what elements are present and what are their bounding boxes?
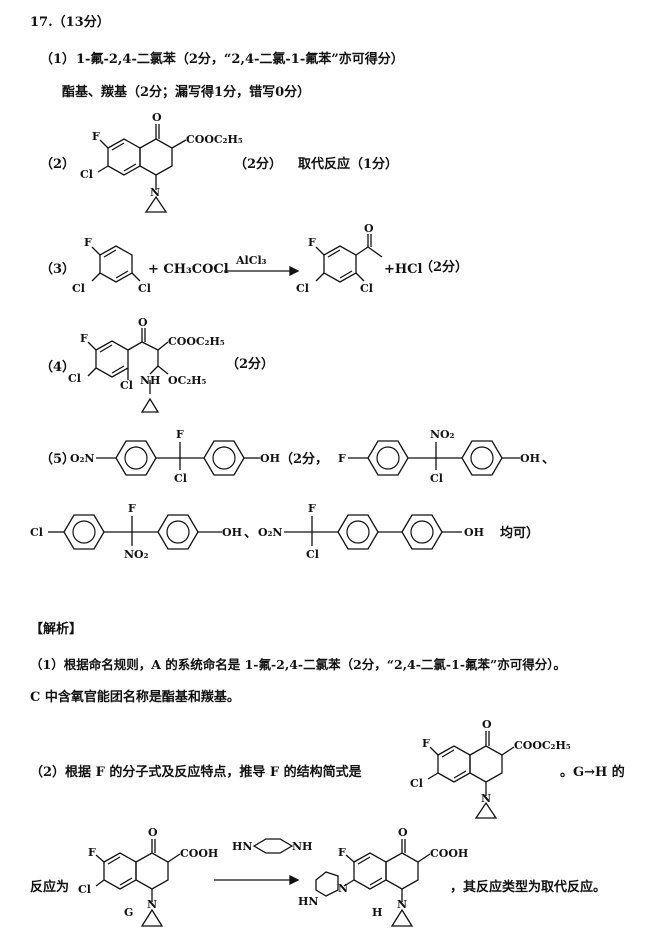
- svg-text:Cl: Cl: [360, 282, 373, 295]
- isomer4: O₂N: [258, 514, 462, 550]
- svg-text:N: N: [397, 898, 407, 911]
- enamine-intermediate: [87, 328, 169, 413]
- svg-text:N: N: [338, 882, 348, 895]
- atom-Cl: Cl: [80, 168, 93, 181]
- svg-text:HN: HN: [232, 840, 252, 853]
- svg-text:COOH: COOH: [430, 847, 468, 860]
- analysis-part1-line2: C 中含氧官能团名称是酯基和羰基。: [30, 690, 240, 705]
- svg-text:N: N: [481, 792, 491, 805]
- svg-text:O₂N: O₂N: [258, 526, 282, 539]
- compound-G: [95, 839, 181, 927]
- svg-text:Cl: Cl: [430, 472, 443, 485]
- svg-text:F: F: [308, 502, 316, 515]
- ester-group: COOC₂H₅: [186, 133, 243, 146]
- svg-text:O₂N: O₂N: [70, 452, 94, 465]
- svg-text:COOC₂H₅: COOC₂H₅: [514, 739, 571, 752]
- svg-text:OH: OH: [222, 526, 242, 539]
- svg-text:F: F: [338, 846, 346, 859]
- svg-text:Cl: Cl: [410, 777, 423, 790]
- svg-text:NH: NH: [292, 840, 312, 853]
- svg-text:NH: NH: [140, 374, 160, 387]
- svg-text:F: F: [128, 502, 136, 515]
- svg-text:AlCl₃: AlCl₃: [235, 254, 267, 267]
- part3-reagent: + CH₃COCl: [148, 262, 229, 277]
- part1-answer-line2: 酯基、羰基（2分；漏写得1分，错写0分）: [62, 85, 311, 100]
- part5-separator1: 、: [542, 452, 556, 467]
- svg-text:Cl: Cl: [174, 472, 187, 485]
- svg-text:HN: HN: [298, 895, 318, 908]
- svg-text:N: N: [147, 898, 157, 911]
- svg-text:O: O: [364, 222, 374, 235]
- atom-O: O: [152, 111, 162, 124]
- svg-text:G: G: [124, 906, 133, 919]
- analysis-reaction-head: 反应为: [30, 880, 70, 895]
- svg-text:OH: OH: [464, 526, 484, 539]
- svg-text:Cl: Cl: [138, 282, 151, 295]
- part4-score: （2分）: [226, 357, 275, 372]
- analysis-title: 【解析】: [30, 622, 83, 637]
- svg-text:F: F: [88, 846, 96, 859]
- part5-separator2: 、: [244, 526, 258, 541]
- svg-text:Cl: Cl: [296, 282, 309, 295]
- svg-text:O: O: [138, 316, 148, 329]
- svg-text:F: F: [338, 452, 346, 465]
- atom-F: F: [92, 130, 100, 143]
- part3-hcl: +HCl: [384, 262, 423, 277]
- svg-text:OC₂H₅: OC₂H₅: [168, 374, 207, 387]
- svg-text:F: F: [176, 428, 184, 441]
- svg-text:F: F: [80, 332, 88, 345]
- svg-text:F: F: [422, 737, 430, 750]
- part5-end: 均可）: [500, 526, 540, 541]
- svg-text:OH: OH: [260, 452, 280, 465]
- product-acetophenone: [315, 234, 383, 283]
- svg-text:NO₂: NO₂: [124, 548, 149, 561]
- part1-answer: 1-氟-2,4-二氯苯（2分，“2,4-二氯-1-氟苯”亦可得分）: [76, 52, 404, 67]
- part2-score: （2分）: [234, 157, 283, 172]
- svg-text:O: O: [148, 826, 158, 839]
- svg-text:O: O: [398, 826, 408, 839]
- reactant-dichlorofluorobenzene: [91, 245, 141, 283]
- svg-text:OH: OH: [520, 452, 540, 465]
- compound-H: [315, 839, 431, 927]
- svg-text:F: F: [308, 236, 316, 249]
- svg-text:NO₂: NO₂: [430, 428, 455, 441]
- svg-text:Cl: Cl: [78, 883, 91, 896]
- part4-label: （4）: [40, 360, 76, 375]
- part2-label: （2）: [40, 157, 76, 172]
- part1-label: （1）: [40, 52, 76, 67]
- quinolone-ester-molecule: [97, 124, 187, 213]
- part5-label: （5）: [40, 452, 76, 467]
- svg-text:O: O: [482, 718, 492, 731]
- isomer1: O₂N: [70, 440, 260, 476]
- analysis-part2: （2）根据 F 的分子式及反应特点，推导 F 的结构简式是: [30, 765, 362, 780]
- svg-text:Cl: Cl: [30, 526, 43, 539]
- analysis-reaction-tail: ，其反应类型为取代反应。: [450, 880, 607, 895]
- analysis-part2-tail: 。G→H 的: [560, 765, 625, 780]
- part3-score: （2分）: [420, 260, 469, 275]
- svg-text:Cl: Cl: [72, 282, 85, 295]
- svg-text:H: H: [372, 906, 382, 919]
- part3-label: （3）: [40, 262, 76, 277]
- part5-score: （2分，: [280, 452, 329, 467]
- svg-text:Cl: Cl: [68, 372, 81, 385]
- question-header: 17.（13分）: [30, 15, 110, 30]
- analysis-part1: （1）根据命名规则，A 的系统命名是 1-氟-2,4-二氯苯（2分，“2,4-二…: [30, 657, 566, 672]
- svg-text:F: F: [84, 236, 92, 249]
- svg-text:COOH: COOH: [180, 847, 218, 860]
- atom-N: N: [150, 186, 160, 199]
- svg-text:COOC₂H₅: COOC₂H₅: [168, 335, 225, 348]
- isomer2: F: [338, 440, 520, 476]
- part2-reaction-type: 取代反应（1分）: [298, 157, 399, 172]
- isomer3: Cl: [30, 514, 222, 550]
- piperazine-reagent: [252, 838, 294, 854]
- svg-text:Cl: Cl: [306, 548, 319, 561]
- svg-text:Cl: Cl: [120, 379, 133, 392]
